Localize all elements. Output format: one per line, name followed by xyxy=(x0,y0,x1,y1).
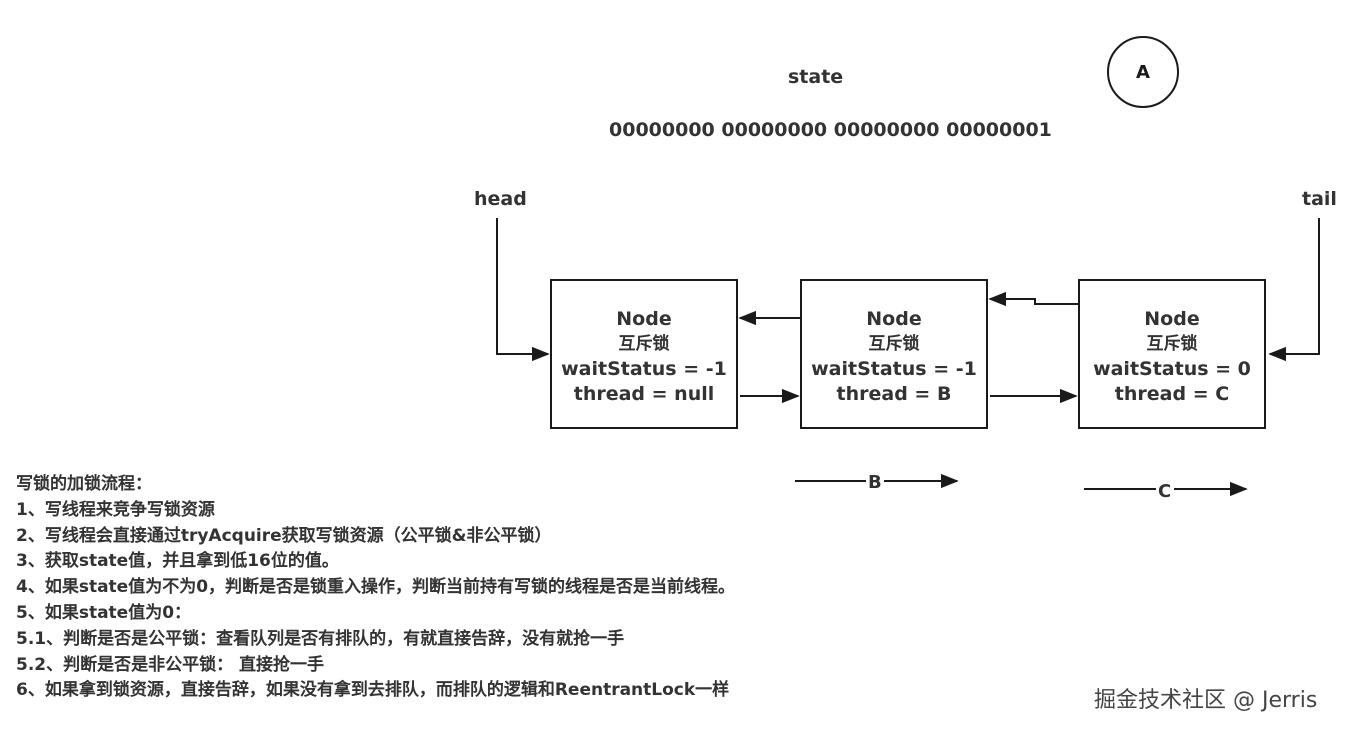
node-thread: thread = C xyxy=(1114,383,1230,405)
node-thread: thread = B xyxy=(836,383,952,405)
tail-pointer-arrow xyxy=(1268,218,1320,362)
prev-arrow-3-to-2 xyxy=(988,291,1078,307)
step-item: 5.1、判断是否是公平锁：查看队列是否有排队的，有就直接告辞，没有就抢一手 xyxy=(16,628,625,649)
tail-label: tail xyxy=(1302,188,1337,210)
marker-a-circle: A xyxy=(1107,36,1179,108)
step-item: 5.2、判断是否是非公平锁： 直接抢一手 xyxy=(16,654,325,675)
step-item: 1、写线程来竞争写锁资源 xyxy=(16,499,215,520)
state-label: state xyxy=(788,66,844,88)
node-title: Node xyxy=(616,308,672,330)
node-lock-type: 互斥锁 xyxy=(868,334,920,354)
step-item: 4、如果state值为不为0，判断是否是锁重入操作，判断当前持有写锁的线程是否是… xyxy=(16,577,736,598)
node-title: Node xyxy=(1144,308,1200,330)
node-wait-status: waitStatus = -1 xyxy=(811,358,977,380)
node-lock-type: 互斥锁 xyxy=(1146,334,1198,354)
queue-node-2: Node 互斥锁 waitStatus = -1 thread = B xyxy=(800,279,988,429)
watermark: 掘金技术社区 @ Jerris xyxy=(1094,688,1318,713)
head-label: head xyxy=(474,188,527,210)
step-item: 5、如果state值为0： xyxy=(16,602,192,623)
steps-title: 写锁的加锁流程： xyxy=(16,474,152,494)
head-pointer-arrow xyxy=(496,218,550,362)
queue-node-1: Node 互斥锁 waitStatus = -1 thread = null xyxy=(550,279,738,429)
thread-c-label: C xyxy=(1158,481,1172,502)
node-title: Node xyxy=(866,308,922,330)
step-item: 3、获取state值，并且拿到低16位的值。 xyxy=(16,551,339,572)
node-thread: thread = null xyxy=(573,383,715,405)
step-item: 6、如果拿到锁资源，直接告辞，如果没有拿到去排队，而排队的逻辑和Reentran… xyxy=(16,680,730,701)
thread-b-label: B xyxy=(868,472,882,493)
node-wait-status: waitStatus = -1 xyxy=(561,358,727,380)
step-item: 2、写线程会直接通过tryAcquire获取写锁资源（公平锁&非公平锁） xyxy=(16,525,552,546)
queue-node-3: Node 互斥锁 waitStatus = 0 thread = C xyxy=(1078,279,1266,429)
node-wait-status: waitStatus = 0 xyxy=(1093,358,1251,380)
write-lock-steps: 写锁的加锁流程： 1、写线程来竞争写锁资源 2、写线程会直接通过tryAcqui… xyxy=(16,472,735,704)
state-bits-value: 00000000 00000000 00000000 00000001 xyxy=(609,119,1052,141)
node-lock-type: 互斥锁 xyxy=(618,334,670,354)
